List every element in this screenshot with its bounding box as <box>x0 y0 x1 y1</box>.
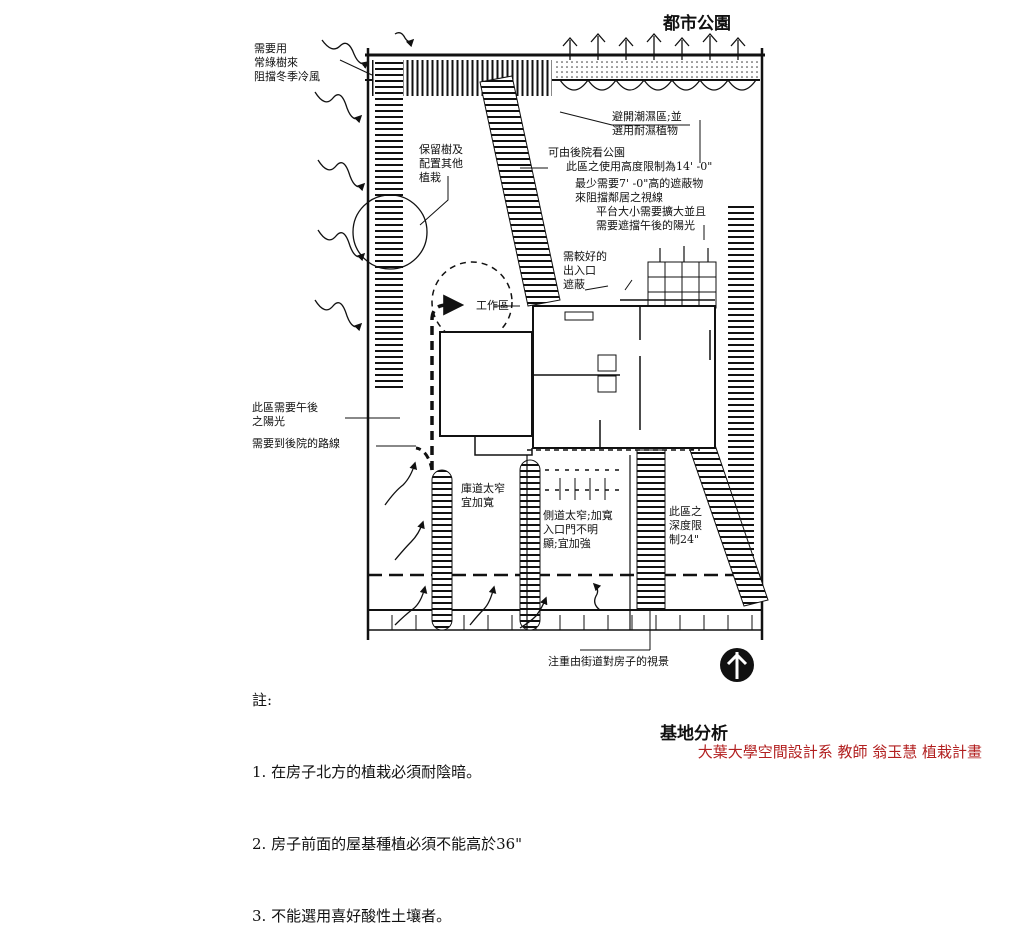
label-park-view: 可由後院看公園 <box>548 146 625 159</box>
label-sun: 此區需要午後 之陽光 <box>252 401 318 428</box>
label-keep-trees: 保留樹及 配置其他 植栽 <box>419 143 463 184</box>
terrace-grid <box>647 246 717 309</box>
label-work-area: 工作區 <box>476 299 509 312</box>
shrub-rows <box>431 459 541 631</box>
site-analysis-title: 基地分析 <box>660 724 728 744</box>
walkway <box>526 449 700 630</box>
label-path: 需要到後院的路線 <box>252 437 340 450</box>
park-edge <box>555 33 760 91</box>
label-entry-shade: 需較好的 出入口 遮蔽 <box>563 250 607 291</box>
view-arrows <box>384 461 602 629</box>
park-title: 都市公園 <box>663 14 731 34</box>
existing-tree-circle <box>352 194 428 270</box>
notes-heading: 註: <box>252 691 273 709</box>
footer-credit: 大葉大學空間設計系 教師 翁玉慧 植栽計畫 <box>697 743 982 761</box>
label-screen: 最少需要7' -0"高的遮蔽物 來阻擋鄰居之視線 <box>575 177 704 204</box>
site-plan-drawing <box>314 32 769 682</box>
label-terrace: 平台大小需要擴大並且 需要遮擋午後的陽光 <box>596 205 706 232</box>
note-item-3: 3. 不能選用喜好酸性土壤者。 <box>252 907 452 925</box>
label-sidewalk: 側道太窄;加寬 入口門不明 顯;宜加強 <box>543 509 613 550</box>
leader-lines <box>339 59 705 651</box>
label-street-view: 注重由街道對房子的視景 <box>548 655 669 668</box>
wind-arrows <box>314 32 415 332</box>
work-area-circle <box>431 261 513 343</box>
note-item-1: 1. 在房子北方的植栽必須耐陰暗。 <box>252 763 482 781</box>
notes-block: 註: 1. 在房子北方的植栽必須耐陰暗。 2. 房子前面的屋基種植必須不能高於3… <box>252 640 522 952</box>
note-item-2: 2. 房子前面的屋基種植必須不能高於36" <box>252 835 523 853</box>
path-turn <box>415 446 434 471</box>
house-plan <box>439 299 716 456</box>
label-depth-limit: 此區之 深度限 制24" <box>669 505 702 546</box>
label-windbreak: 需要用 常綠樹來 阻擋冬季冷風 <box>254 42 320 83</box>
north-arrow-icon <box>720 648 754 682</box>
label-driveway: 庫道太窄 宜加寬 <box>461 482 505 509</box>
path-to-backyard <box>430 294 465 470</box>
label-wet-area: 避開潮濕區;並 選用耐濕植物 <box>612 110 682 137</box>
label-height-limit: 此區之使用高度限制為14' -0" <box>566 160 713 173</box>
